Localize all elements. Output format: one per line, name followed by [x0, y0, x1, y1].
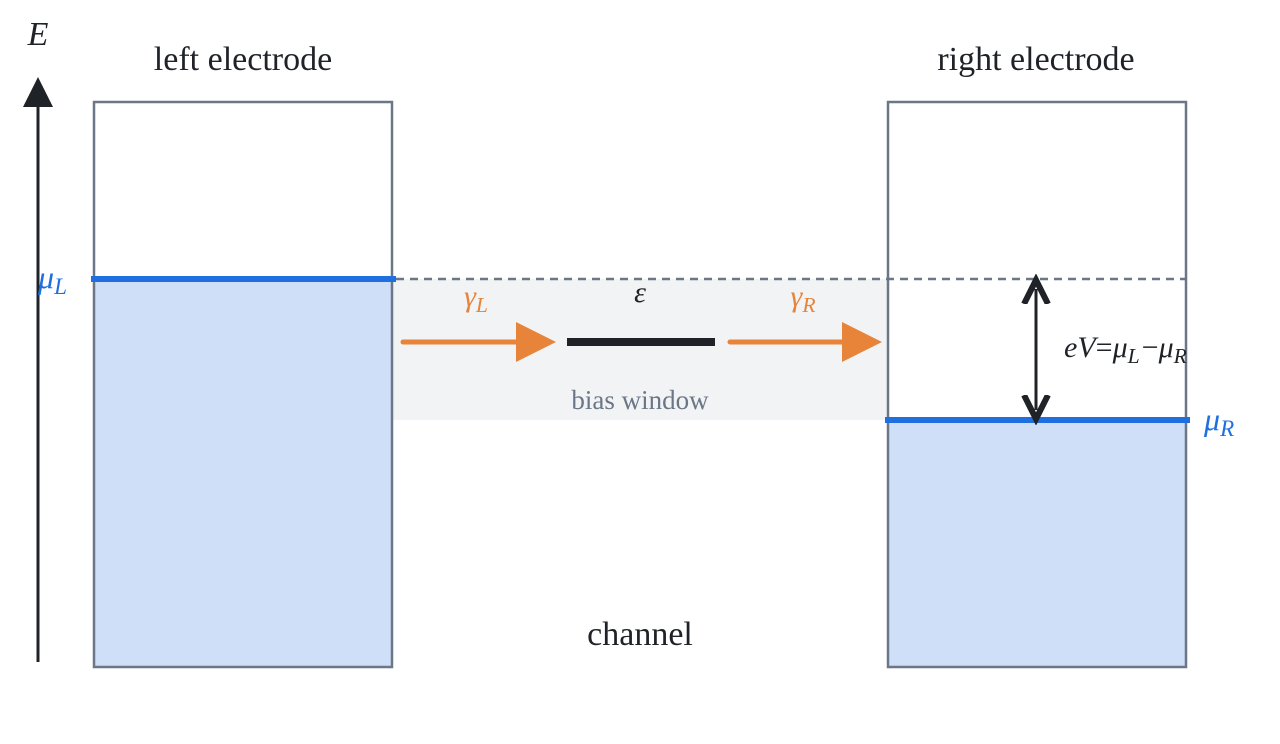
gamma-left-label: γL: [464, 280, 488, 317]
right-electrode-title: right electrode: [937, 41, 1134, 78]
left-electrode: [91, 100, 396, 669]
left-electrode-box: [92, 100, 394, 669]
mu-right-label: μR: [1203, 401, 1234, 441]
level-label: ε: [634, 276, 646, 309]
right-electrode-box: [886, 100, 1188, 669]
mu-left-label: μL: [37, 259, 67, 299]
energy-axis-label: E: [27, 16, 49, 53]
channel-label: channel: [587, 616, 693, 653]
left-electron-sea: [94, 279, 392, 667]
bias-window-label: bias window: [571, 385, 709, 415]
right-electron-sea: [888, 420, 1186, 667]
bias-window-region: [393, 279, 888, 420]
gamma-right-label: γR: [790, 280, 815, 317]
left-electrode-title: left electrode: [154, 41, 332, 78]
bias-equation: eV=μL−μR: [1064, 331, 1187, 368]
